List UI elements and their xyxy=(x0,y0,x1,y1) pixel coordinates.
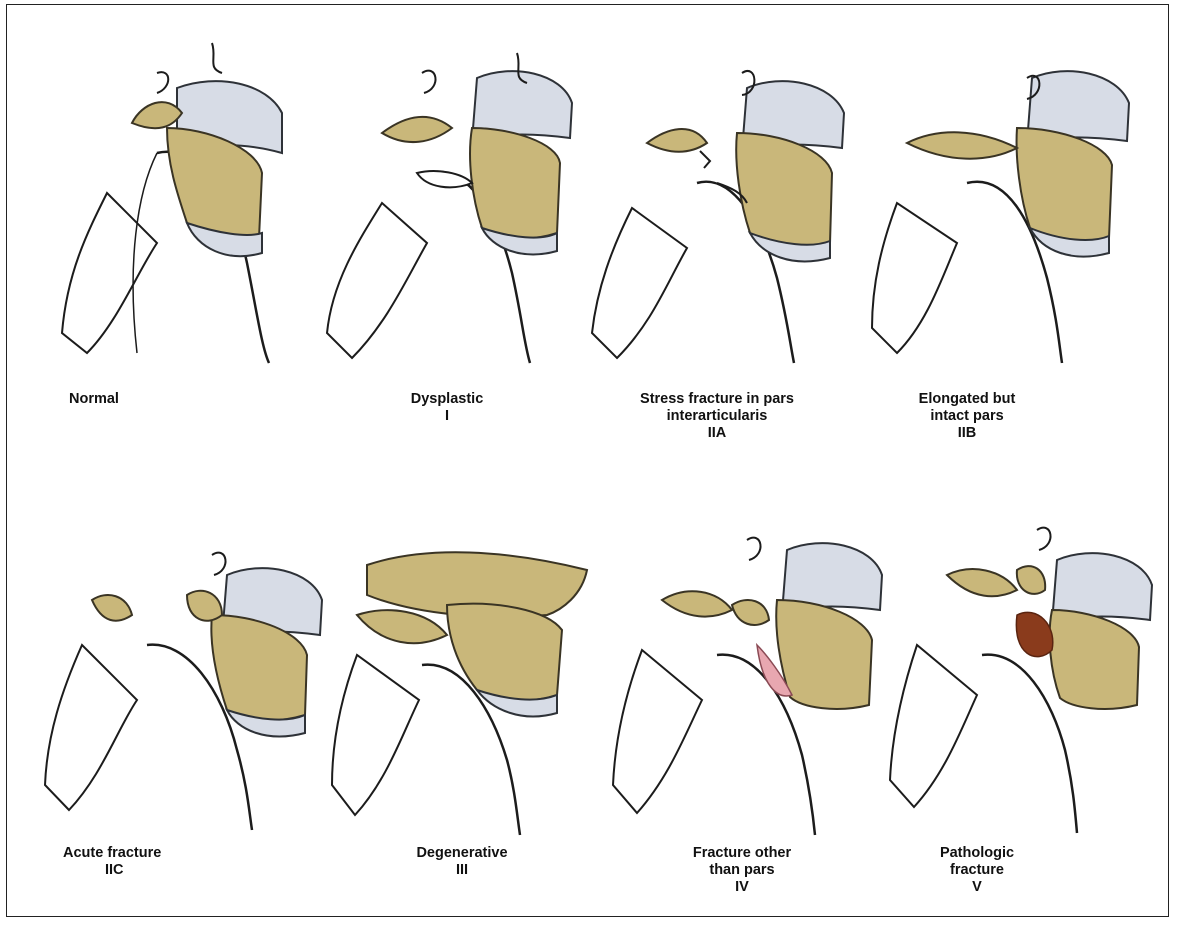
caption-line: Degenerative xyxy=(327,845,597,862)
panel-dysplastic: Dysplastic I xyxy=(312,33,582,443)
panel-stress-fracture: Stress fracture in pars interarticularis… xyxy=(582,33,852,443)
caption-degenerative: Degenerative III xyxy=(327,845,597,879)
caption-line: Acute fracture xyxy=(63,845,161,862)
spine-illustration-pathologic xyxy=(887,515,1157,845)
caption-line: Stress fracture in pars xyxy=(582,391,852,408)
caption-stress-fracture: Stress fracture in pars interarticularis… xyxy=(582,391,852,442)
panel-elongated: Elongated but intact pars IIB xyxy=(867,33,1137,443)
spine-illustration-elongated xyxy=(867,33,1137,363)
spine-illustration-degenerative xyxy=(327,515,597,845)
spine-illustration-dysplastic xyxy=(312,33,582,363)
spine-illustration-fracture-other xyxy=(607,515,877,845)
caption-grade: IIB xyxy=(832,425,1102,442)
panel-pathologic: Pathologic fracture V xyxy=(887,515,1157,925)
caption-grade: V xyxy=(842,879,1112,896)
panel-normal: Normal xyxy=(47,33,317,443)
caption-line: intact pars xyxy=(832,408,1102,425)
caption-line: Elongated but xyxy=(832,391,1102,408)
caption-pathologic: Pathologic fracture V xyxy=(842,845,1112,896)
caption-line: than pars xyxy=(607,862,877,879)
caption-elongated: Elongated but intact pars IIB xyxy=(832,391,1102,442)
caption-line: fracture xyxy=(842,862,1112,879)
caption-grade: IIA xyxy=(582,425,852,442)
caption-grade: I xyxy=(312,408,582,425)
caption-normal: Normal xyxy=(69,391,119,408)
caption-fracture-other: Fracture other than pars IV xyxy=(607,845,877,896)
caption-line: Fracture other xyxy=(607,845,877,862)
spine-illustration-acute-fracture xyxy=(37,515,307,845)
caption-grade: IIC xyxy=(63,862,161,879)
spine-illustration-stress-fracture xyxy=(582,33,852,363)
caption-line: interarticularis xyxy=(582,408,852,425)
caption-acute-fracture: Acute fracture IIC xyxy=(63,845,161,879)
spine-illustration-normal xyxy=(47,33,317,363)
caption-line: Normal xyxy=(69,391,119,408)
figure-frame: Normal Dysplastic I xyxy=(6,4,1169,917)
caption-line: Dysplastic xyxy=(312,391,582,408)
caption-line: Pathologic xyxy=(842,845,1112,862)
caption-grade: IV xyxy=(607,879,877,896)
panel-degenerative: Degenerative III xyxy=(327,515,597,925)
caption-dysplastic: Dysplastic I xyxy=(312,391,582,425)
panel-fracture-other: Fracture other than pars IV xyxy=(607,515,877,925)
panel-acute-fracture: Acute fracture IIC xyxy=(37,515,307,925)
caption-grade: III xyxy=(327,862,597,879)
